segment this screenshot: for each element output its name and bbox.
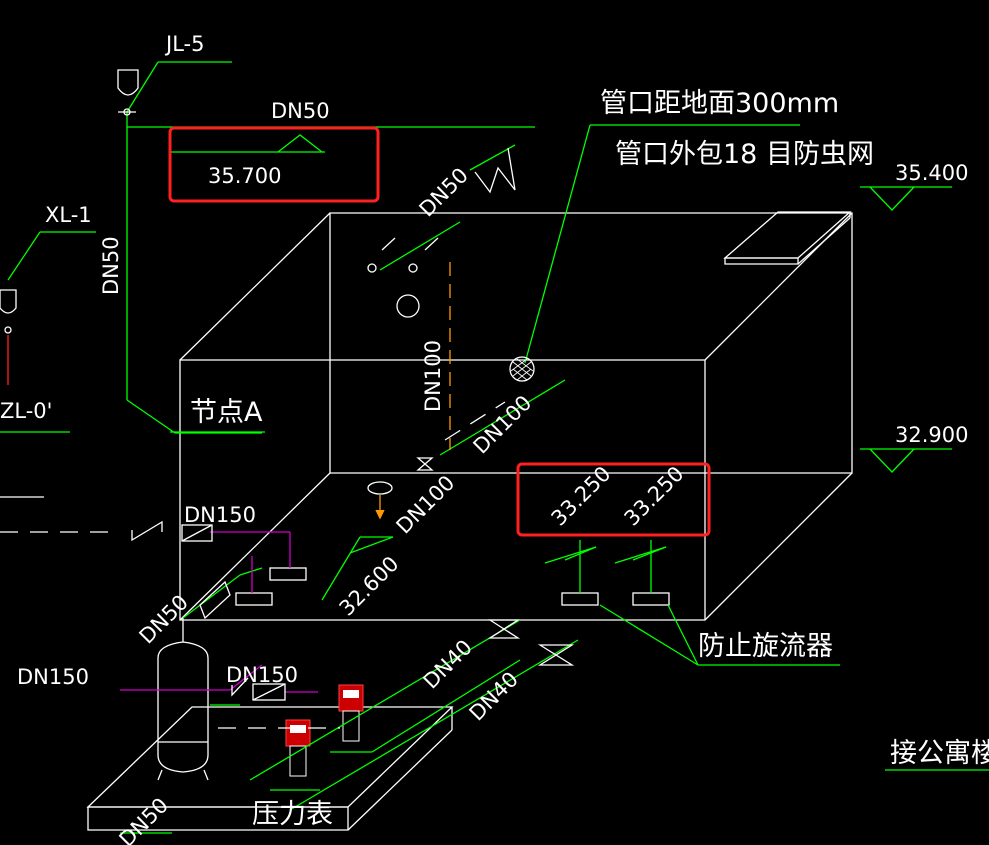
- label-anti-vortex: 防止旋流器: [698, 631, 833, 662]
- anti-vortex-plate-2: [632, 592, 670, 606]
- gate-valve-dn40-a: [487, 619, 521, 639]
- label-dn50-bottom: DN50: [115, 793, 173, 845]
- pump-base: [86, 706, 454, 831]
- outlet-plate-1: [269, 567, 307, 581]
- anti-vortex-plate-1: [561, 592, 599, 606]
- check-valve-1: [131, 520, 163, 542]
- check-valve-2: [231, 677, 249, 697]
- highlight-box-1: [168, 126, 380, 203]
- label-zl0: ZL-0': [0, 399, 52, 423]
- elevation-33250-b: 33.250: [620, 462, 689, 531]
- gate-valve-dn40-b: [537, 644, 575, 666]
- highlight-boxes: [168, 126, 711, 537]
- valve-dn50-inlet: [474, 147, 516, 194]
- label-dn50-vertical: DN50: [99, 236, 123, 295]
- anti-vortex-plates: [235, 567, 670, 606]
- label-pipe-note-1: 管口距地面300mm: [600, 88, 839, 119]
- green-pipes: [0, 61, 989, 834]
- label-dn40-a: DN40: [419, 635, 477, 693]
- label-dn150-a: DN150: [184, 503, 256, 527]
- pump-1: [330, 684, 372, 753]
- magenta-pipes: [120, 531, 318, 693]
- label-xl1: XL-1: [45, 203, 92, 227]
- label-jl5: JL-5: [164, 32, 204, 56]
- gate-valve-outlet: [416, 457, 434, 471]
- label-dn50-left: DN50: [135, 590, 193, 648]
- elevation-35400: 35.400: [895, 161, 968, 185]
- inlet-circle: [396, 294, 420, 318]
- dashed-pipes: [0, 401, 506, 729]
- elevation-32900: 32.900: [895, 423, 968, 447]
- strainer-2: [252, 683, 286, 701]
- label-dn150-b: DN150: [17, 665, 89, 689]
- label-dn100-diag-a: DN100: [469, 391, 537, 459]
- elevation-35700: 35.700: [208, 164, 281, 188]
- elevation-33250-a: 33.250: [547, 462, 616, 531]
- outlet-plate-2: [235, 592, 273, 606]
- bell-mouth: [367, 481, 393, 495]
- xl1-fixture: [0, 289, 17, 314]
- highlight-box-2: [516, 462, 711, 537]
- pressure-tank: [157, 618, 209, 781]
- tank-back-face: [329, 212, 853, 474]
- pump-2: [270, 719, 320, 791]
- label-to-apartment: 接公寓楼: [890, 738, 989, 769]
- label-dn100-diag-b: DN100: [392, 471, 460, 539]
- valve-dn50-tank: [199, 580, 231, 620]
- label-pressure-gauge: 压力表: [252, 799, 333, 830]
- valves: [0, 69, 575, 701]
- label-dn150-c: DN150: [226, 663, 298, 687]
- label-pipe-note-2: 管口外包18 目防虫网: [615, 139, 874, 170]
- overflow-pipe: [375, 262, 451, 520]
- vent-mesh: [509, 356, 535, 382]
- label-dn50-top: DN50: [271, 99, 330, 123]
- label-dn100-vertical: DN100: [421, 340, 445, 412]
- jl5-fixture: [117, 69, 139, 96]
- strainer-1: [181, 524, 213, 542]
- label-node-a: 节点A: [190, 397, 263, 428]
